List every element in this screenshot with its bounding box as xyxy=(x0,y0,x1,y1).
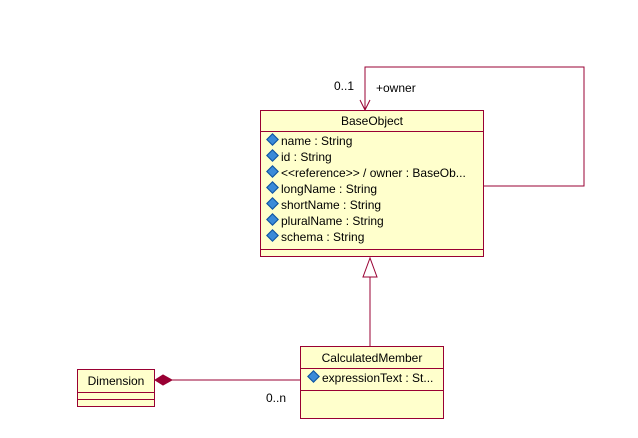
attribute-compartment xyxy=(78,399,154,407)
attribute[interactable]: <<reference>> / owner : BaseOb... xyxy=(266,165,483,181)
attribute-list: name : String id : String <<reference>> … xyxy=(261,132,483,245)
attribute[interactable]: name : String xyxy=(266,133,483,149)
class-name: Dimension xyxy=(78,370,154,393)
members-multiplicity-label: 0..n xyxy=(266,391,287,405)
operation-compartment xyxy=(301,390,443,419)
composition-diamond xyxy=(154,374,174,386)
attribute[interactable]: longName : String xyxy=(266,181,483,197)
public-attribute-icon xyxy=(266,181,279,194)
public-attribute-icon xyxy=(266,133,279,146)
owner-role-label: +owner xyxy=(376,81,416,95)
owner-association-line[interactable] xyxy=(364,66,585,187)
public-attribute-icon xyxy=(266,213,279,226)
public-attribute-icon xyxy=(266,197,279,210)
attribute[interactable]: expressionText : St... xyxy=(307,370,443,386)
attribute[interactable]: id : String xyxy=(266,149,483,165)
class-calculatedmember[interactable]: CalculatedMember expressionText : St... xyxy=(300,346,444,419)
attribute[interactable]: shortName : String xyxy=(266,197,483,213)
public-attribute-icon xyxy=(307,370,320,383)
class-baseobject[interactable]: BaseObject name : String id : String <<r… xyxy=(260,110,484,257)
attribute-list: expressionText : St... xyxy=(301,369,443,386)
public-attribute-icon xyxy=(266,149,279,162)
public-attribute-icon xyxy=(266,229,279,242)
operation-compartment xyxy=(261,249,483,258)
attribute[interactable]: schema : String xyxy=(266,229,483,245)
public-attribute-icon xyxy=(266,165,279,178)
attribute[interactable]: pluralName : String xyxy=(266,213,483,229)
class-name: CalculatedMember xyxy=(301,347,443,369)
owner-multiplicity-label: 0..1 xyxy=(334,79,355,93)
class-dimension[interactable]: Dimension xyxy=(77,369,155,407)
class-name: BaseObject xyxy=(261,111,483,132)
generalization-arrowhead xyxy=(362,256,378,278)
